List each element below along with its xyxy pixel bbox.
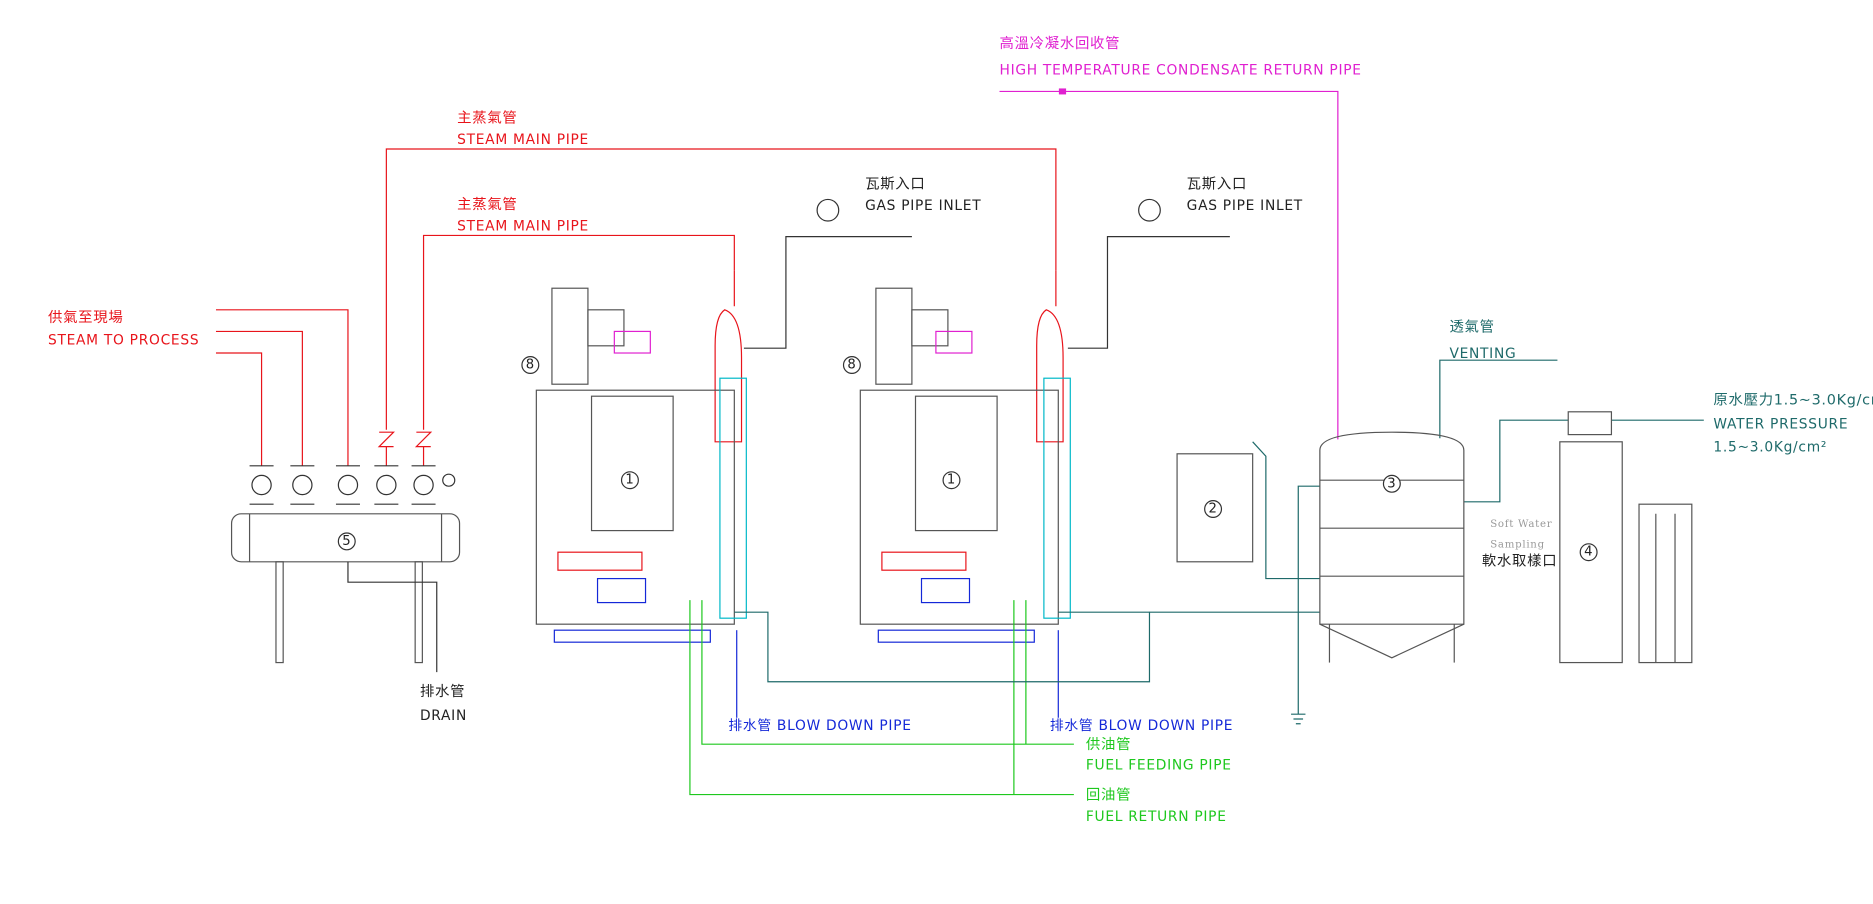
steam-main-1-label-en: STEAM MAIN PIPE [457, 132, 589, 148]
steam-to-process-label-en: STEAM TO PROCESS [48, 333, 199, 349]
item-8-marker-burner-1 [521, 356, 540, 375]
steam-main-pipes [215, 148, 1064, 466]
fuel-feed-label-en: FUEL FEEDING PIPE [1086, 757, 1232, 773]
blowdown-2-label: 排水管 BLOW DOWN PIPE [1050, 718, 1233, 734]
gas-pipes [743, 198, 1230, 349]
item-4-marker [1579, 543, 1598, 562]
item-3-number: 3 [1387, 476, 1396, 491]
soft-water-label: Soft Water [1490, 519, 1552, 530]
boiler-1 [535, 287, 747, 643]
water-tank [1319, 431, 1465, 663]
gas-inlet-1-label-cn: 瓦斯入口 [865, 176, 925, 193]
item-3-marker [1382, 474, 1401, 493]
header-valves [249, 465, 456, 505]
venting-label-cn: 透氣管 [1449, 318, 1494, 335]
item-8-number-burner-1: 8 [526, 358, 535, 373]
steam-header [230, 513, 461, 673]
drain-label-en: DRAIN [420, 708, 467, 724]
water-softener [1559, 411, 1693, 664]
fuel-return-label-cn: 回油管 [1086, 786, 1131, 803]
item-1-number-boiler-2: 1 [947, 473, 956, 488]
steam-to-process-label-cn: 供氣至現場 [48, 309, 123, 326]
gas-pressure-gauge-icon [816, 198, 840, 222]
item-4-number: 4 [1584, 545, 1593, 560]
condensate-label-en: HIGH TEMPERATURE CONDENSATE RETURN PIPE [999, 63, 1361, 79]
gas-inlet-1-label-en: GAS PIPE INLET [865, 198, 981, 214]
fuel-pipes [689, 600, 1074, 796]
condensate-label-cn: 高溫冷凝水回收管 [999, 35, 1120, 52]
gas-inlet-2-label-en: GAS PIPE INLET [1187, 198, 1303, 214]
venting-label-en: VENTING [1449, 346, 1516, 362]
item-1-marker-boiler-2 [942, 471, 961, 490]
item-5-number: 5 [342, 534, 351, 549]
steam-main-2-label-cn: 主蒸氣管 [457, 196, 517, 213]
water-pressure-value: 1.5~3.0Kg/cm² [1713, 439, 1827, 455]
condensate-return-pipe [999, 88, 1339, 440]
steam-main-1-label-cn: 主蒸氣管 [457, 110, 517, 127]
item-1-number-boiler-1: 1 [625, 473, 634, 488]
water-pressure-label-en: WATER PRESSURE [1713, 417, 1848, 433]
water-pressure-label-cn: 原水壓力1.5~3.0Kg/cm² [1713, 392, 1873, 409]
gas-pressure-gauge-icon [1138, 198, 1161, 222]
fuel-feed-label-cn: 供油管 [1086, 736, 1131, 753]
sampling-label: Sampling [1490, 539, 1545, 550]
fuel-return-label-en: FUEL RETURN PIPE [1086, 809, 1227, 825]
item-8-marker-burner-2 [842, 356, 861, 375]
steam-main-2-label-en: STEAM MAIN PIPE [457, 219, 589, 235]
item-1-marker-boiler-1 [620, 471, 639, 490]
boiler-2 [859, 287, 1071, 643]
item-8-number-burner-2: 8 [847, 358, 856, 373]
item-5-marker [337, 532, 356, 551]
blowdown-pipes [736, 630, 1059, 718]
item-2-number: 2 [1209, 501, 1218, 516]
sampling-label-cn: 軟水取樣口 [1482, 552, 1557, 569]
item-2-marker [1204, 499, 1223, 518]
drain-label-cn: 排水管 [420, 683, 465, 700]
item-2-unit [1176, 453, 1254, 563]
blowdown-1-label: 排水管 BLOW DOWN PIPE [728, 718, 911, 734]
gas-inlet-2-label-cn: 瓦斯入口 [1187, 176, 1247, 193]
feed-water-pipes [734, 359, 1704, 725]
